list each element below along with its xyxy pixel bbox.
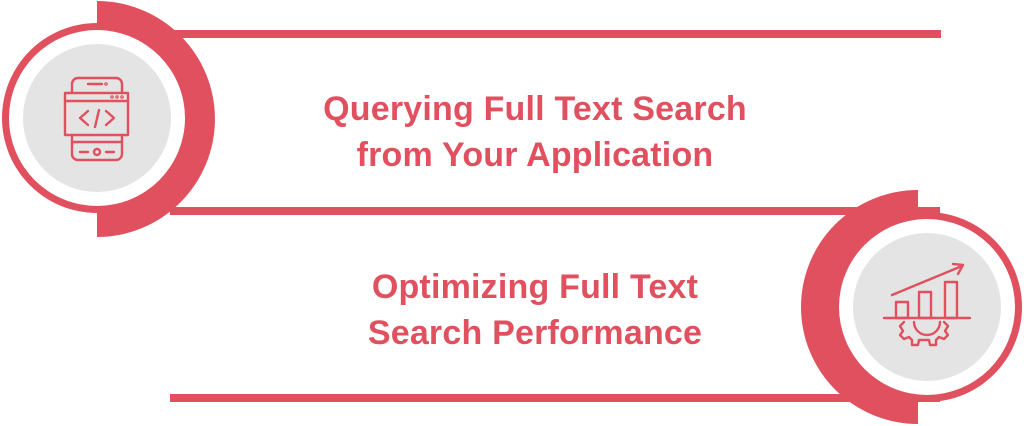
bottom-line — [170, 394, 940, 402]
step-2-title-line-1: Optimizing Full Text — [371, 268, 699, 306]
step-1-badge — [2, 1, 215, 237]
middle-line — [170, 207, 940, 215]
chart-gear-performance-icon — [882, 262, 972, 347]
mobile-code-icon — [63, 76, 130, 162]
step-2-title-line-2: Search Performance — [367, 314, 703, 352]
step-1-title: Querying Full Text Search from Your Appl… — [250, 86, 820, 178]
step-2-title: Optimizing Full Text Search Performance — [300, 264, 770, 356]
step-1-title-line-2: from Your Application — [356, 136, 714, 174]
step-1-thick-arc — [97, 1, 215, 237]
step-1-title-line-1: Querying Full Text Search — [323, 90, 747, 128]
step-2-icon-disc — [853, 233, 1001, 381]
step-2-badge — [801, 190, 1022, 424]
step-2-thick-arc — [801, 190, 918, 424]
top-line — [170, 30, 941, 38]
